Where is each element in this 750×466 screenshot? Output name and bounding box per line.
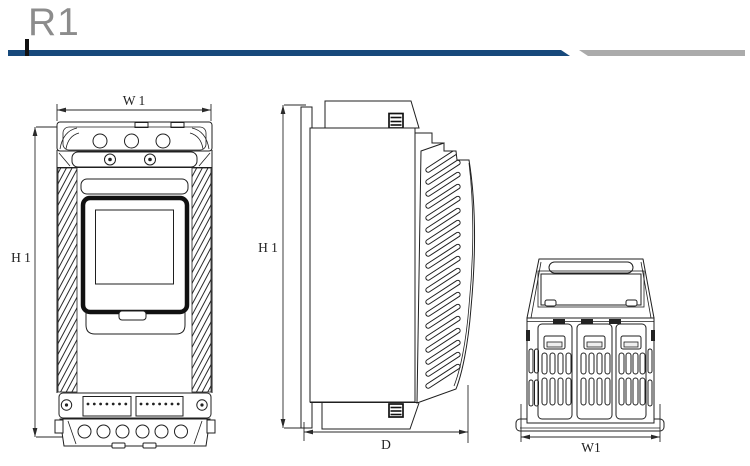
page-title: R1: [28, 1, 80, 44]
front-width-dimension: W 1: [56, 93, 212, 121]
terminal-block: [135, 396, 184, 417]
keypad-outline: [85, 312, 186, 335]
terminal-housing: [526, 317, 655, 424]
side-height-label: H 1: [258, 240, 278, 255]
terminal-pins: [86, 402, 128, 406]
side-depth-dimension: D: [303, 385, 469, 452]
side-view: H 1 D: [258, 100, 475, 452]
front-height-label: H 1: [11, 250, 31, 265]
top-block: [324, 100, 420, 129]
side-height-dimension: H 1: [258, 104, 306, 429]
front-width-label: W 1: [123, 93, 146, 108]
side-body: [309, 127, 416, 403]
side-depth-label: D: [381, 437, 391, 452]
secondary-bar: [579, 50, 745, 56]
keypad-tab: [118, 310, 147, 321]
vent-slots: [425, 147, 461, 389]
tick-mark: [25, 39, 29, 56]
mount-hole: [92, 133, 108, 149]
mount-hole: [124, 133, 139, 149]
screw: [60, 399, 73, 411]
terminal-pins: [139, 402, 180, 406]
mounting-plate: [300, 106, 313, 429]
bottom-width-dimension: W1: [520, 404, 661, 455]
left-vent-band: [57, 167, 78, 393]
bottom-view: W1: [515, 258, 665, 455]
bottom-width-label: W1: [581, 440, 601, 455]
bottom-block: [321, 402, 420, 430]
front-height-dimension: H 1: [11, 126, 66, 438]
terminal-strip: [58, 392, 212, 419]
bottom-vent-slots: [528, 348, 653, 407]
accent-bar: [8, 50, 570, 56]
right-vent-band: [191, 167, 212, 393]
cable-holes: [77, 424, 188, 439]
cover-handles: [543, 335, 642, 350]
screw: [196, 399, 208, 411]
display-screen: [95, 209, 174, 285]
front-view: W 1 H 1: [11, 93, 216, 449]
terminal-block: [82, 396, 132, 417]
screw: [144, 153, 156, 166]
screw: [104, 153, 116, 166]
back-window: [540, 273, 642, 306]
rail-slot: [548, 261, 634, 274]
mount-hole: [155, 133, 171, 149]
terminal-cover: [615, 323, 647, 420]
din-clip-top: [388, 112, 404, 129]
bottom-flange: [59, 418, 211, 447]
din-clip-bottom: [388, 403, 404, 418]
terminal-cover: [576, 323, 613, 420]
label-slot: [80, 178, 189, 195]
